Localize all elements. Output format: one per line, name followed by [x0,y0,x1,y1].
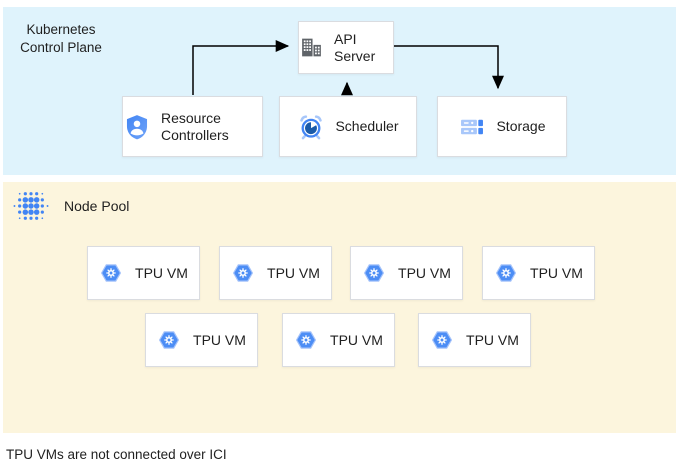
alarm-clock-icon [300,114,323,139]
hexagon-gear-icon [100,264,122,282]
node-pool-header: Node Pool [12,189,129,223]
footer-note: TPU VMs are not connected over ICI [6,447,227,462]
node-label: Resource Controllers [161,109,229,143]
node-pool-section [3,182,676,433]
node-label: Storage [496,118,546,134]
tpu-vm-node[interactable]: TPU VM [282,313,395,367]
shield-user-icon [126,114,148,139]
node-label: TPU VM [398,264,451,281]
hexagon-gear-icon [158,331,180,349]
node-pool-label: Node Pool [64,198,130,214]
hexagon-gear-icon [232,264,254,282]
tpu-vm-node[interactable]: TPU VM [219,246,332,300]
scheduler-node[interactable]: Scheduler [279,96,417,157]
storage-stack-icon [461,119,484,134]
node-label: API Server [334,30,376,64]
tpu-vm-node[interactable]: TPU VM [418,313,531,367]
node-label: TPU VM [466,331,519,348]
storage-node[interactable]: Storage [437,96,567,157]
tpu-vm-node[interactable]: TPU VM [350,246,463,300]
node-label: TPU VM [193,331,246,348]
api-server-node[interactable]: API Server [298,21,394,74]
node-label: Scheduler [335,118,399,134]
hexagon-gear-icon [295,331,317,349]
tpu-vm-node[interactable]: TPU VM [87,246,200,300]
control-plane-label: Kubernetes Control Plane [20,22,102,55]
building-icon [302,38,321,57]
hexagon-gear-icon [495,264,517,282]
resource-controllers-node[interactable]: Resource Controllers [122,96,263,157]
dot-cluster-icon [13,192,49,220]
node-label: TPU VM [135,264,188,281]
tpu-vm-node[interactable]: TPU VM [482,246,595,300]
hexagon-gear-icon [431,331,453,349]
tpu-vm-node[interactable]: TPU VM [145,313,258,367]
node-label: TPU VM [530,264,583,281]
node-label: TPU VM [330,331,383,348]
node-label: TPU VM [267,264,320,281]
hexagon-gear-icon [363,264,385,282]
